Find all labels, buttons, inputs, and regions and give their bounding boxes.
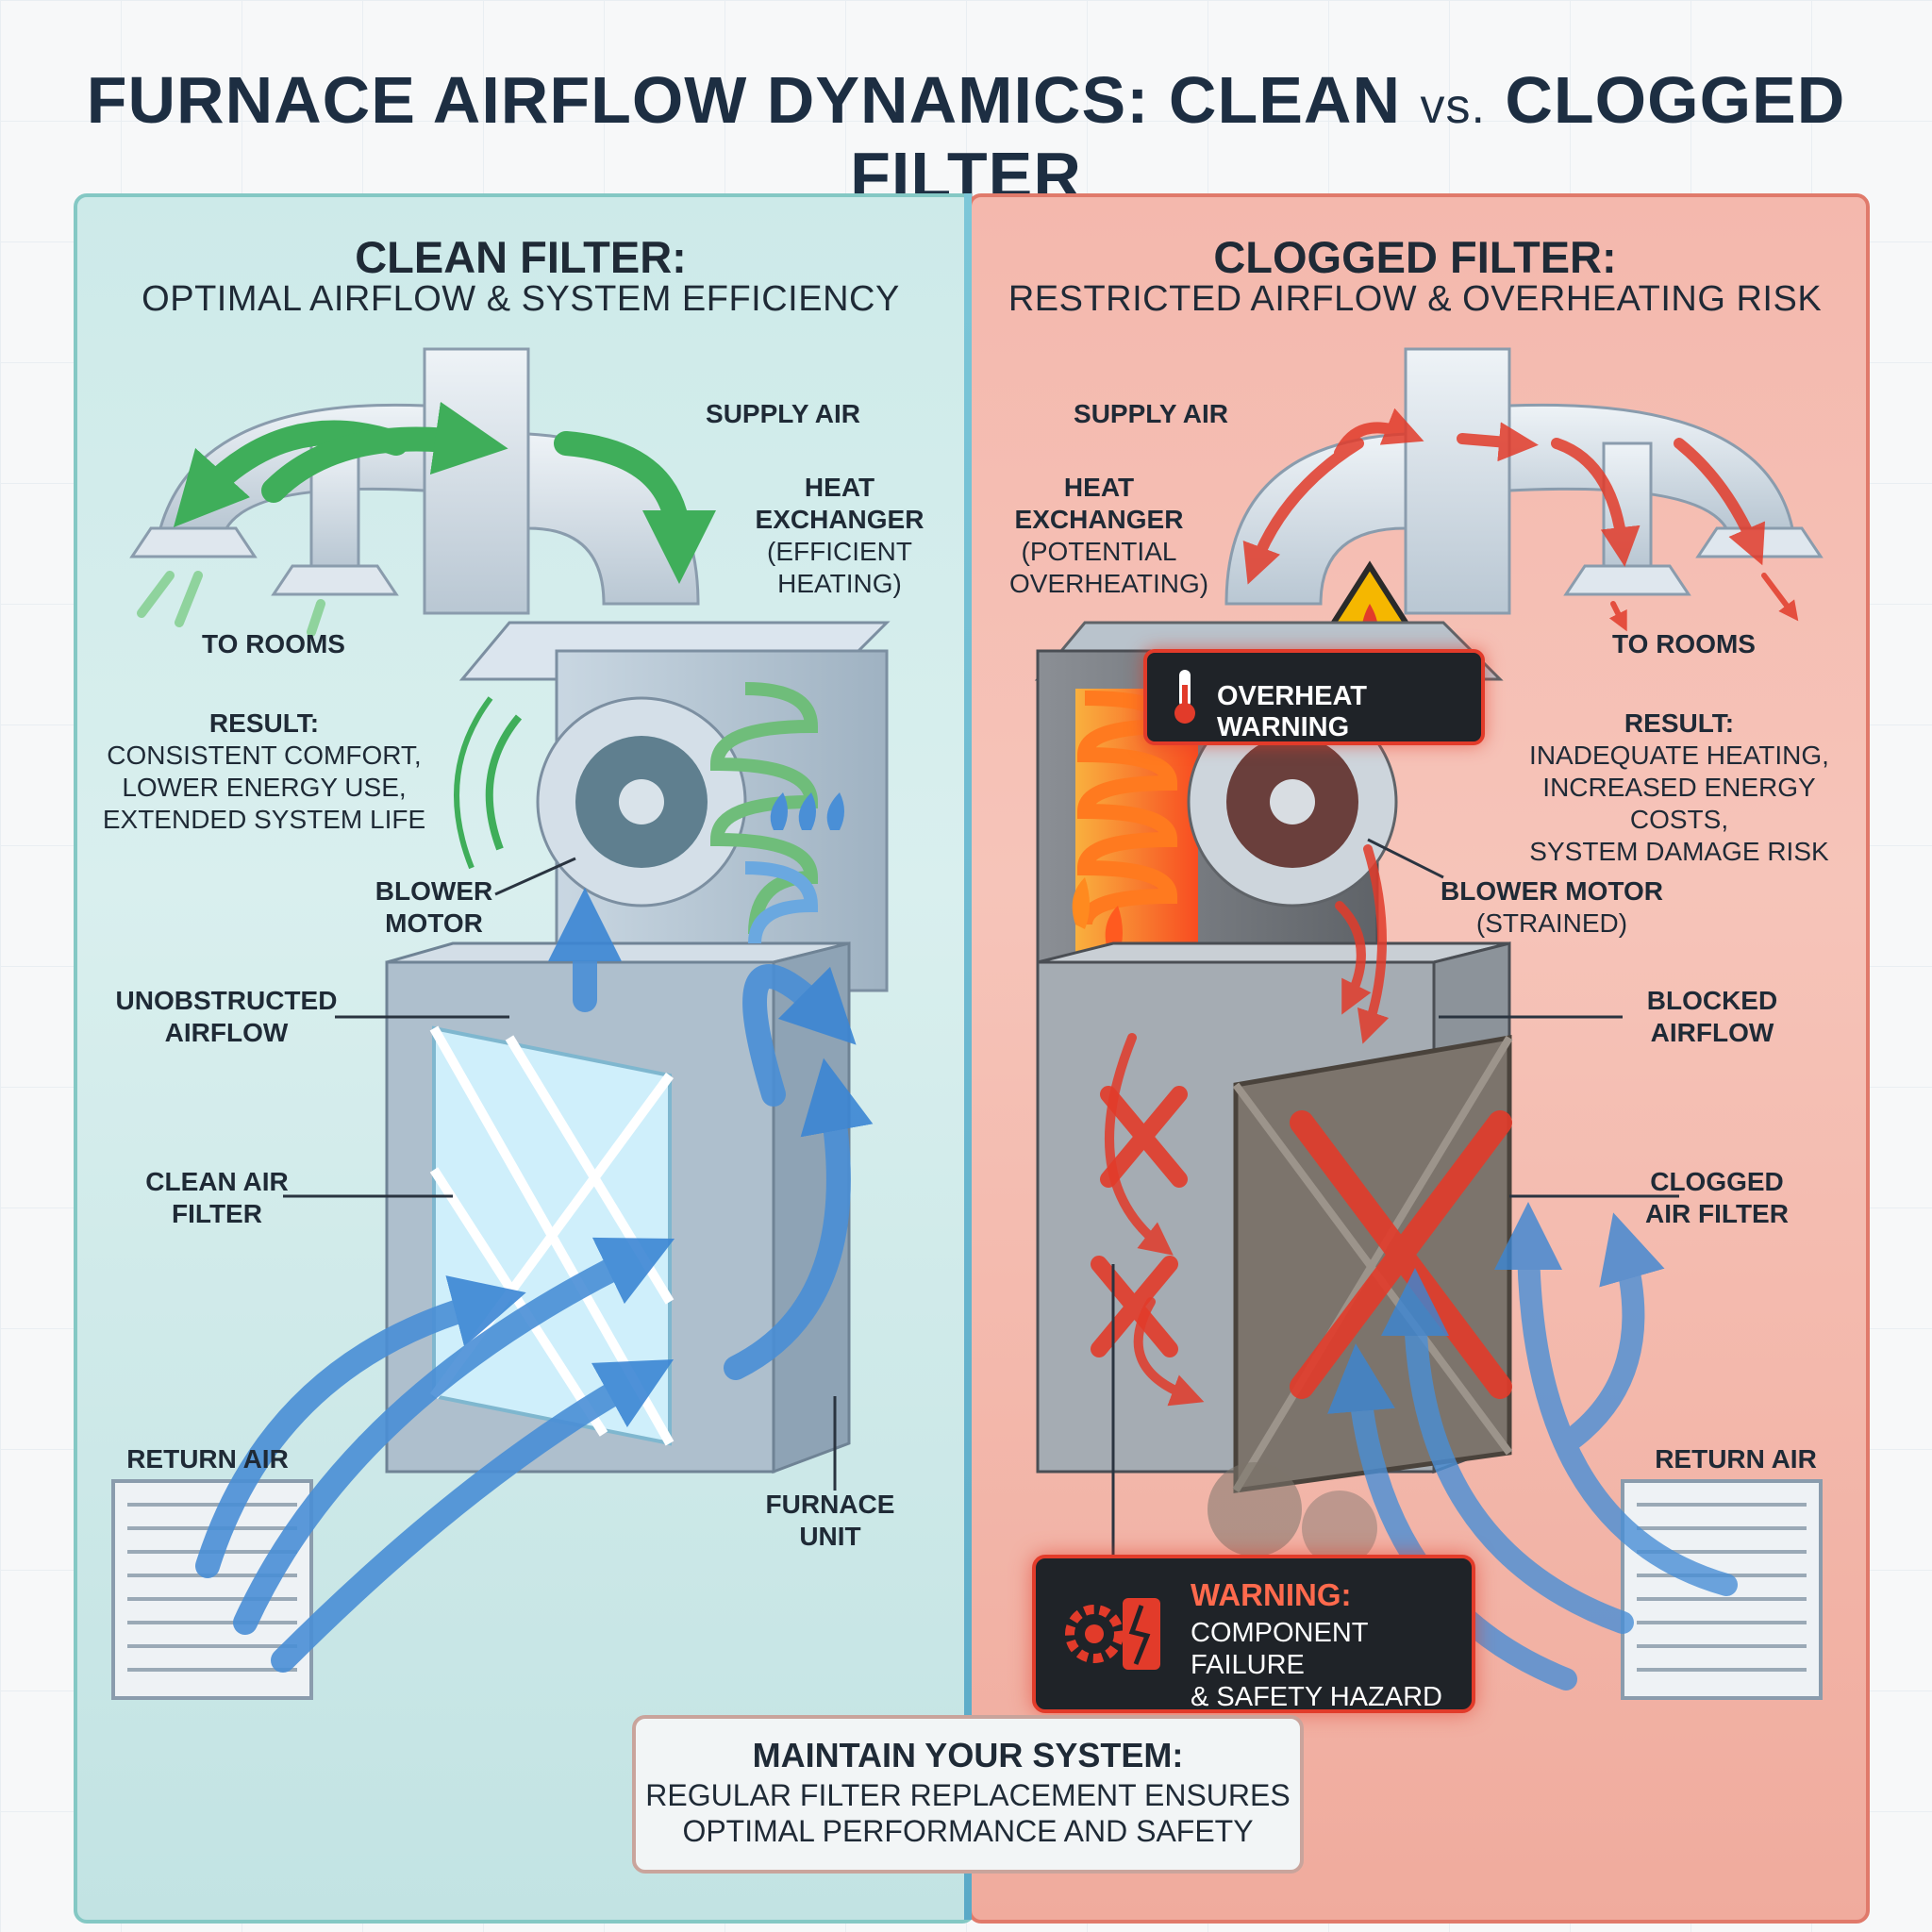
clogged-result: RESULT: INADEQUATE HEATING, INCREASED EN…	[1529, 708, 1829, 866]
clogged-panel-title: CLOGGED FILTER:	[1213, 232, 1617, 282]
clean-return-air-label: RETURN AIR	[126, 1444, 289, 1474]
clogged-heat-exchanger-label: HEAT EXCHANGER (POTENTIAL OVERHEATING)	[1009, 473, 1209, 598]
clogged-to-rooms-label: TO ROOMS	[1612, 629, 1756, 658]
maintain-text: REGULAR FILTER REPLACEMENT ENSURES OPTIM…	[645, 1778, 1291, 1848]
clean-supply-arrows	[137, 401, 716, 637]
clean-air-filter-label: CLEAN AIR FILTER	[145, 1167, 289, 1228]
red-x-icon	[1091, 1086, 1512, 1399]
furnace-unit-label: FURNACE UNIT	[765, 1490, 895, 1551]
clogged-panel-subtitle: RESTRICTED AIRFLOW & OVERHEATING RISK	[1008, 279, 1823, 319]
unobstructed-airflow-label: UNOBSTRUCTED AIRFLOW	[115, 986, 338, 1047]
panel-divider	[964, 193, 972, 1920]
clean-result: RESULT: CONSISTENT COMFORT, LOWER ENERGY…	[102, 708, 426, 834]
thermometer-icon	[1174, 670, 1195, 724]
clean-blower-motor-label: BLOWER MOTOR	[375, 876, 493, 938]
clean-heat-exchanger-label: HEAT EXCHANGER (EFFICIENT HEATING)	[755, 473, 924, 598]
clean-leader-lines	[283, 857, 837, 1491]
clogged-supply-air-label: SUPPLY AIR	[1074, 399, 1228, 428]
clean-to-rooms-label: TO ROOMS	[202, 629, 345, 658]
blocked-airflow-label: BLOCKED AIRFLOW	[1646, 986, 1778, 1047]
warning-title: WARNING:	[1191, 1577, 1352, 1612]
clogged-air-filter-label: CLOGGED AIR FILTER	[1645, 1167, 1789, 1228]
clogged-return-air-label: RETURN AIR	[1655, 1444, 1817, 1474]
clean-panel-title: CLEAN FILTER:	[355, 232, 687, 282]
clogged-air-filter	[1208, 1035, 1513, 1566]
clean-return-arrows	[195, 888, 874, 1673]
clogged-blower-motor-label: BLOWER MOTOR (STRAINED)	[1441, 876, 1663, 938]
clogged-supply-arrows	[1242, 408, 1799, 632]
gear-broken-icon	[1065, 1598, 1160, 1670]
warning-text: COMPONENT FAILURE & SAFETY HAZARD	[1191, 1618, 1442, 1712]
overheat-warning-badge: OVERHEAT WARNING	[1143, 649, 1485, 745]
clean-panel-subtitle: OPTIMAL AIRFLOW & SYSTEM EFFICIENCY	[142, 279, 900, 319]
maintain-title: MAINTAIN YOUR SYSTEM:	[752, 1736, 1184, 1774]
clogged-leader-lines	[1111, 838, 1679, 1566]
clogged-return-arrows	[1327, 1202, 1738, 1690]
clogged-blocked-arrows	[1105, 844, 1390, 1407]
component-failure-warning: WARNING: COMPONENT FAILURE & SAFETY HAZA…	[1032, 1555, 1475, 1713]
maintain-system-callout: MAINTAIN YOUR SYSTEM: REGULAR FILTER REP…	[632, 1715, 1304, 1874]
clean-supply-air-label: SUPPLY AIR	[706, 399, 860, 428]
